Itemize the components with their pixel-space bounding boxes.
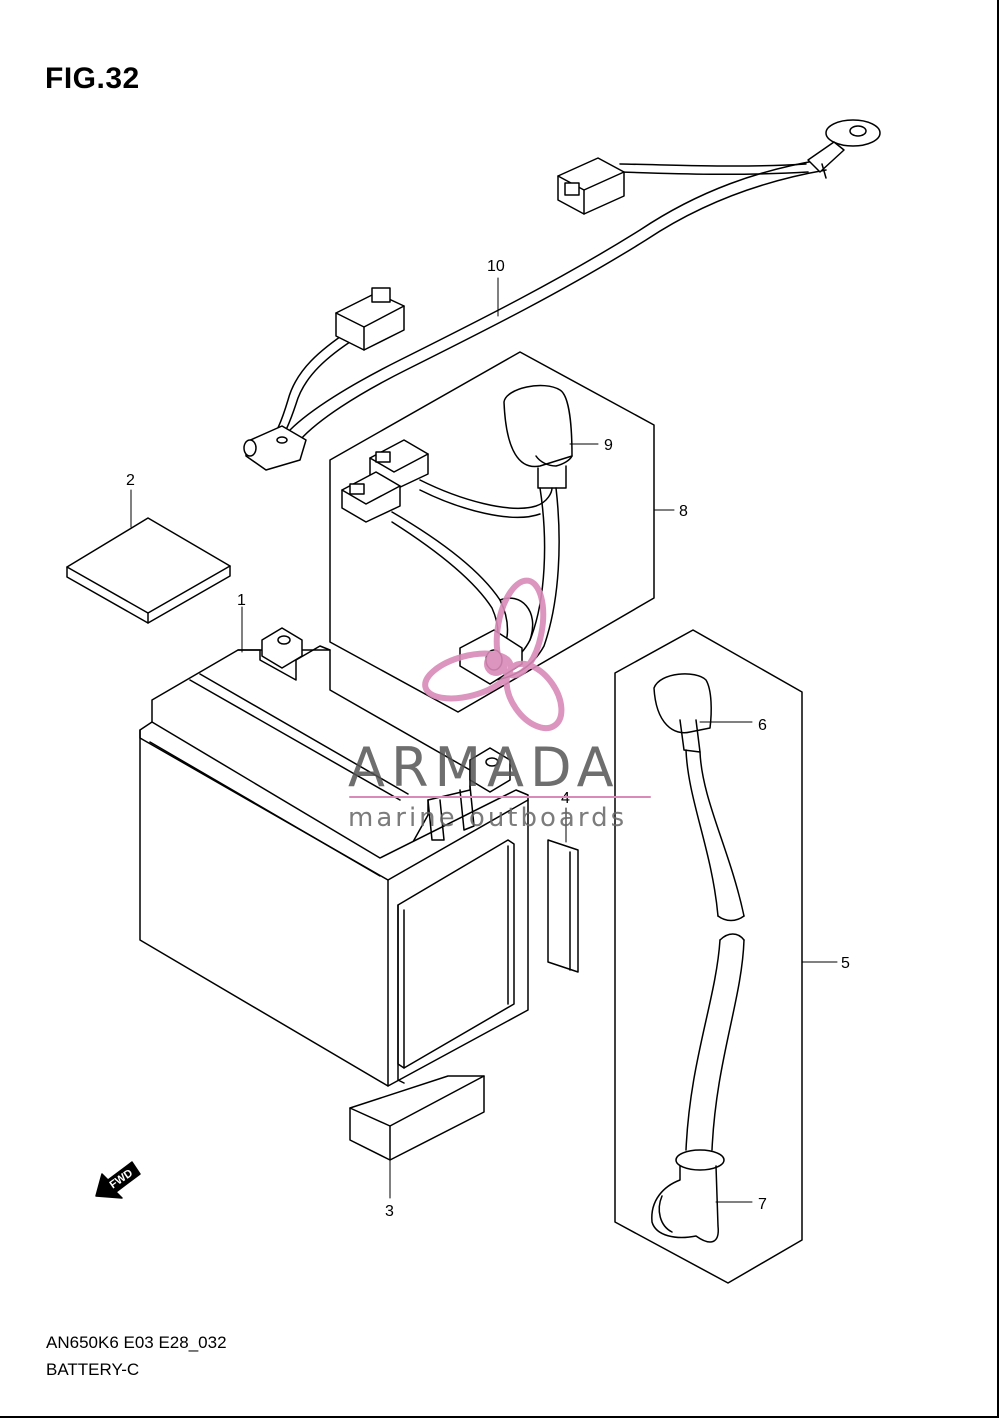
watermark-logo-icon <box>422 577 565 732</box>
callout-6: 6 <box>758 717 767 734</box>
battery-terminal-left <box>261 627 303 669</box>
figure-title: FIG.32 <box>45 62 140 95</box>
callout-7: 7 <box>758 1196 767 1213</box>
fwd-arrow-icon: FWD <box>95 1161 141 1199</box>
part-5-cable <box>685 749 745 1151</box>
part-6-cap <box>653 673 712 753</box>
callout-10: 10 <box>487 258 505 275</box>
part-1-battery <box>139 627 529 1087</box>
watermark: ARMADA marine outboards <box>348 577 651 833</box>
harness-connector-left <box>335 287 405 351</box>
harness-connector-top <box>557 157 625 215</box>
box-connector-lower <box>341 471 401 523</box>
part-5-box <box>614 629 803 1284</box>
watermark-tagline: marine outboards <box>348 803 627 833</box>
callout-9: 9 <box>604 437 613 454</box>
battery-terminal-right <box>469 747 511 793</box>
callout-3: 3 <box>385 1203 394 1220</box>
part-3-pad <box>349 1075 485 1161</box>
part-8-wires <box>341 439 560 685</box>
callout-5: 5 <box>841 955 850 972</box>
part-4-spacer <box>547 839 579 973</box>
leader-lines <box>130 277 838 1203</box>
callout-1: 1 <box>237 592 246 609</box>
part-9-cap <box>503 384 573 489</box>
section-name: BATTERY-C <box>46 1360 140 1379</box>
callout-4: 4 <box>561 790 570 807</box>
part-8-box <box>329 351 655 713</box>
harness-terminal-left <box>243 425 307 471</box>
watermark-brand: ARMADA <box>348 736 620 799</box>
model-code: AN650K6 E03 E28_032 <box>46 1333 227 1352</box>
callout-2: 2 <box>126 472 135 489</box>
part-10-wiring-harness <box>243 119 881 471</box>
callout-8: 8 <box>679 503 688 520</box>
part-2-pad <box>66 517 231 624</box>
part-7-boot <box>651 1149 725 1243</box>
